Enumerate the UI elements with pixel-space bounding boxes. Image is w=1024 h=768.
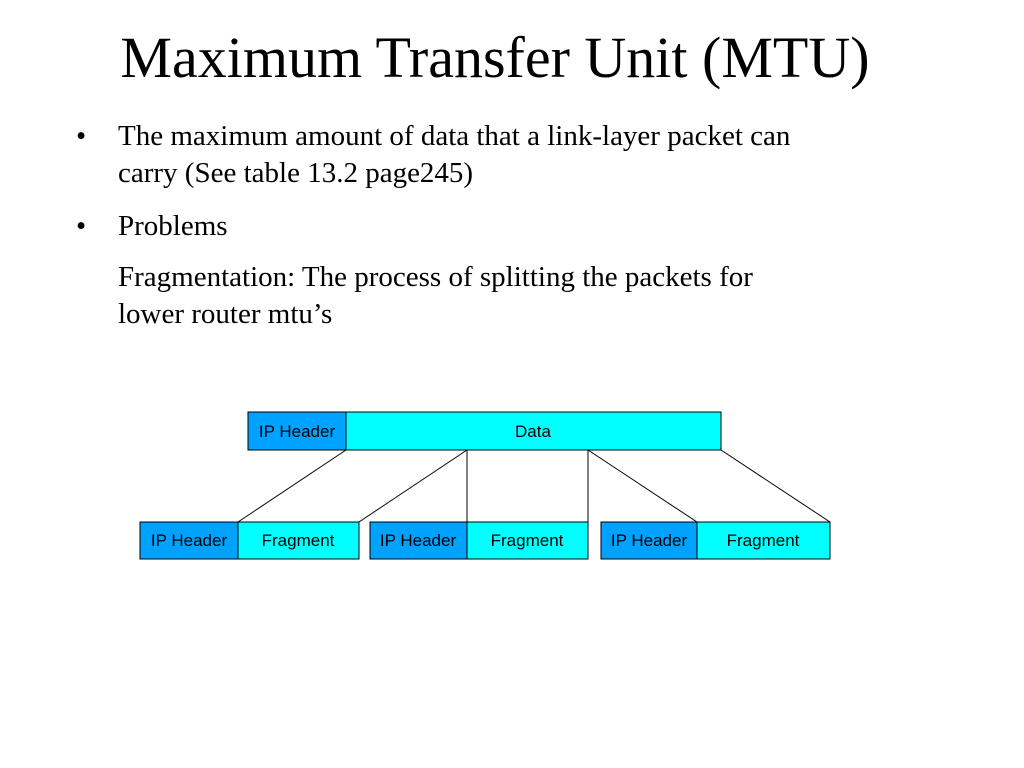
fragment-packet-2: IP Header Fragment	[369, 521, 589, 560]
original-data-label: Data	[515, 422, 551, 441]
bullet-line: Problems	[118, 210, 228, 242]
fragment-data-label: Fragment	[491, 531, 564, 550]
connector-line	[720, 449, 831, 523]
fragment-ip-header-box	[600, 521, 698, 560]
fragment-packet-1: IP Header Fragment	[139, 521, 360, 560]
bullet-marker: •	[76, 120, 87, 152]
fragment-data-box	[466, 521, 589, 560]
fragment-packet-3: IP Header Fragment	[600, 521, 831, 560]
fragment-ip-header-label: IP Header	[151, 531, 228, 550]
sub-text-line: lower router mtu’s	[118, 298, 333, 330]
fragment-data-box	[237, 521, 360, 560]
fragment-ip-header-box	[139, 521, 239, 560]
slide-title: Maximum Transfer Unit (MTU)	[120, 25, 870, 90]
fragment-data-box	[696, 521, 831, 560]
fragment-ip-header-box	[369, 521, 468, 560]
bullet-marker: •	[76, 210, 87, 242]
fragment-data-label: Fragment	[262, 531, 335, 550]
sub-text-line: Fragmentation: The process of splitting …	[118, 261, 753, 293]
connector-line	[587, 449, 698, 523]
connector-line	[237, 449, 347, 523]
bullet-line: The maximum amount of data that a link-l…	[118, 120, 791, 152]
fragment-ip-header-label: IP Header	[380, 531, 457, 550]
connector-lines	[237, 449, 831, 523]
original-packet: IP Header Data	[247, 411, 722, 451]
connector-line	[358, 449, 468, 523]
original-data-box	[345, 411, 722, 451]
bullet-line: carry (See table 13.2 page245)	[118, 157, 474, 189]
fragment-ip-header-label: IP Header	[611, 531, 688, 550]
original-ip-header-label: IP Header	[259, 422, 336, 441]
fragment-data-label: Fragment	[727, 531, 800, 550]
original-ip-header-box	[247, 411, 347, 451]
